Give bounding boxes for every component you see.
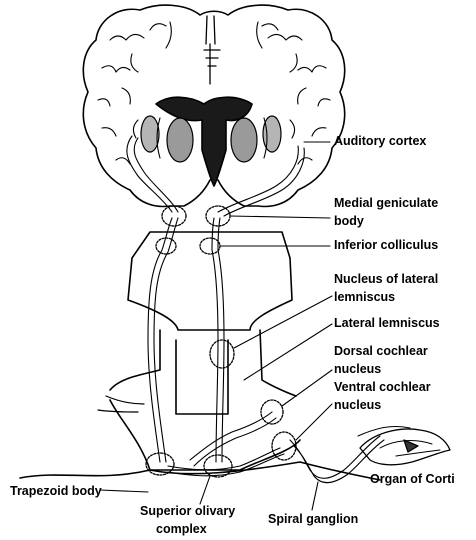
putamen-right (263, 116, 281, 152)
brainstem (20, 232, 380, 480)
label-ventral-cochlear-2: nucleus (334, 398, 381, 413)
label-superior-olivary-2: complex (156, 522, 207, 537)
left-margin-curve (98, 396, 144, 412)
thalamus-left (167, 118, 193, 162)
fourth-ventricle (176, 340, 228, 414)
label-medial-geniculate-2: body (334, 214, 364, 229)
label-nucleus-lateral-lemniscus-1: Nucleus of lateral (334, 272, 438, 287)
leader-dorsal-cochlear (282, 370, 332, 406)
ground-line (20, 462, 380, 480)
thalamus-right (231, 118, 257, 162)
dorsal-link (190, 412, 272, 460)
medial-geniculate-right (206, 206, 230, 226)
nuclei (146, 206, 296, 477)
label-auditory-cortex: Auditory cortex (334, 134, 426, 149)
cochlea (358, 426, 450, 464)
leader-superior-olivary (200, 476, 210, 504)
gyri-left (98, 22, 171, 164)
label-medial-geniculate-1: Medial geniculate (334, 196, 438, 211)
longitudinal-fissure (204, 16, 220, 84)
cochlea-outline (360, 429, 450, 465)
tract-right-radiation (218, 146, 298, 212)
leader-spiral-ganglion (312, 482, 318, 510)
inferior-colliculus-right (200, 238, 220, 254)
leader-trapezoid (100, 490, 148, 492)
leader-lateral-lemniscus (244, 324, 332, 380)
label-nucleus-lateral-lemniscus-2: lemniscus (334, 290, 395, 305)
midbrain (128, 232, 292, 330)
label-trapezoid-body: Trapezoid body (10, 484, 102, 499)
label-dorsal-cochlear-1: Dorsal cochlear (334, 344, 428, 359)
leader-medial-geniculate (230, 216, 330, 218)
inferior-colliculus-left (156, 238, 176, 254)
medial-geniculate-left (162, 206, 186, 226)
tract-right-ascending (212, 218, 218, 462)
leader-ventral-cochlear (296, 404, 332, 440)
medulla (110, 330, 296, 396)
lateral-lemniscus-nucleus (210, 340, 234, 368)
label-dorsal-cochlear-2: nucleus (334, 362, 381, 377)
superior-olive-right (204, 455, 232, 477)
auditory-tracts (127, 136, 384, 483)
putamen-left (141, 116, 159, 152)
label-lateral-lemniscus: Lateral lemniscus (334, 316, 440, 331)
label-spiral-ganglion: Spiral ganglion (268, 512, 358, 527)
label-inferior-colliculus: Inferior colliculus (334, 238, 438, 253)
trapezoid-fibers (168, 448, 280, 470)
cerebrum-section (83, 5, 344, 206)
label-ventral-cochlear-1: Ventral cochlear (334, 380, 431, 395)
organ-of-corti-detail (404, 440, 418, 452)
label-organ-of-corti: Organ of Corti (370, 472, 455, 487)
label-superior-olivary-1: Superior olivary (140, 504, 235, 519)
